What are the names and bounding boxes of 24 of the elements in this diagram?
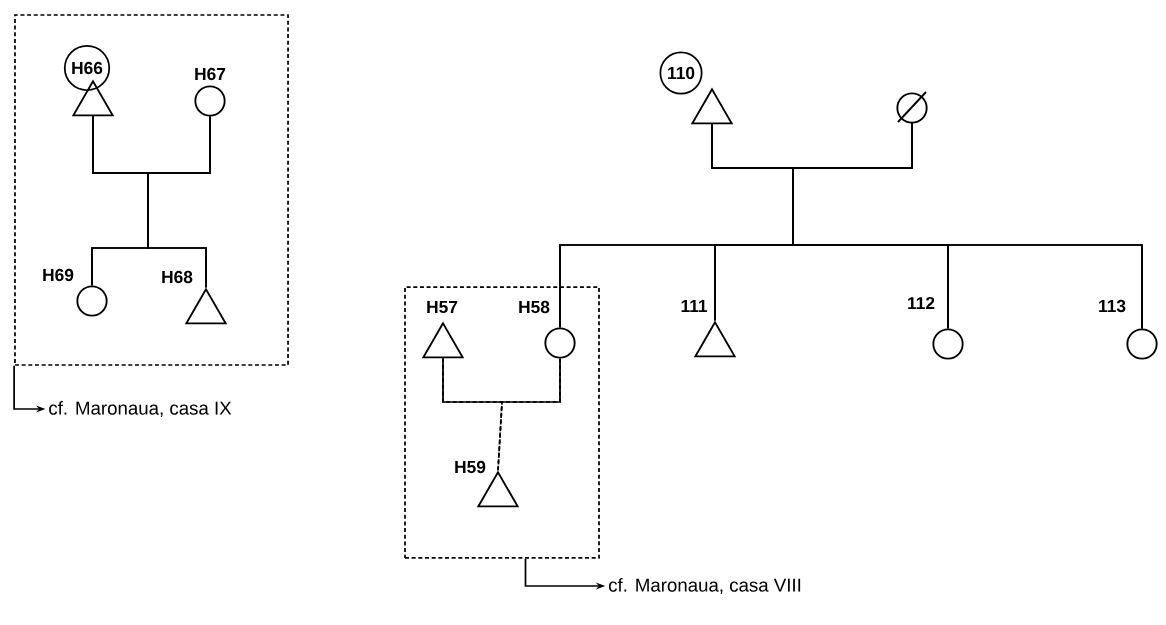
- person-label: 112: [908, 296, 935, 310]
- female-circle: [194, 85, 226, 117]
- descent-line: [792, 122, 1143, 330]
- descent-line: [147, 115, 211, 289]
- person-label: H57: [427, 300, 458, 314]
- crossed-circle: [896, 91, 928, 124]
- person-label: 111: [681, 300, 708, 312]
- caption-text: cf. Maronaua, casa IX: [49, 401, 232, 417]
- female-circle: [1126, 328, 1158, 360]
- group-frame: [404, 286, 600, 559]
- person-label: H58: [519, 300, 550, 314]
- group-frame: [14, 14, 289, 366]
- female-circle: [932, 328, 964, 360]
- person-label: H67: [195, 67, 226, 81]
- person-label: 113: [1099, 299, 1126, 313]
- circled-label: H66: [63, 44, 111, 92]
- circled-label: 110: [659, 51, 703, 95]
- caption-text: cf. Maronaua, casa VIII: [608, 578, 801, 594]
- person-label: H68: [162, 270, 193, 284]
- female-circle: [544, 327, 576, 359]
- person-label: H59: [455, 460, 486, 474]
- descent-line: [497, 357, 561, 472]
- female-circle: [76, 285, 108, 317]
- person-label: H69: [43, 268, 74, 282]
